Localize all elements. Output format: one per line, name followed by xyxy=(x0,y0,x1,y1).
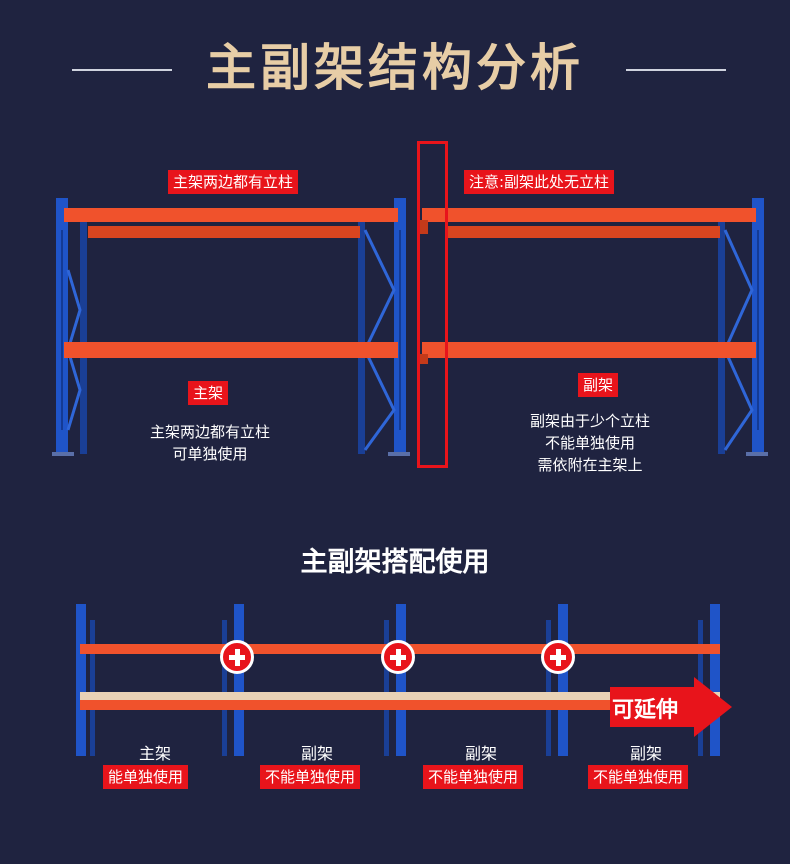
extend-arrow-icon xyxy=(694,677,732,737)
combo-section-name: 副架 xyxy=(300,744,333,763)
combo-section-tag: 能单独使用 xyxy=(103,765,189,789)
combined-racks-illustration xyxy=(76,604,720,756)
extend-arrow-body xyxy=(610,687,696,727)
extend-label: 可延伸 xyxy=(612,698,679,723)
main-frame-illustration xyxy=(52,198,410,456)
main-frame-desc-line: 主架两边都有立柱 xyxy=(149,423,270,441)
plus-icon xyxy=(541,640,575,674)
title-rule-right xyxy=(626,69,726,71)
main-frame-desc-line: 可单独使用 xyxy=(172,445,248,463)
main-frame-name-tag: 主架 xyxy=(188,381,229,405)
combo-section-tag: 不能单独使用 xyxy=(260,765,361,789)
missing-upright-highlight-box xyxy=(417,141,448,468)
sub-frame-description: 副架由于少个立柱 不能单独使用 需依附在主架上 xyxy=(510,410,670,476)
combo-section-name: 副架 xyxy=(629,744,662,763)
plus-icon xyxy=(381,640,415,674)
plus-icon xyxy=(220,640,254,674)
combo-section-tag: 不能单独使用 xyxy=(588,765,689,789)
page-title: 主副架结构分析 xyxy=(206,39,584,97)
main-frame-description: 主架两边都有立柱 可单独使用 xyxy=(120,421,300,465)
sub-frame-top-tag: 注意:副架此处无立柱 xyxy=(464,170,615,194)
combo-section-name: 副架 xyxy=(464,744,497,763)
combo-section-title: 主副架搭配使用 xyxy=(300,547,490,578)
sub-frame-name-tag: 副架 xyxy=(578,373,619,397)
combo-section-tag: 不能单独使用 xyxy=(423,765,524,789)
sub-frame-desc-line: 副架由于少个立柱 xyxy=(529,412,650,430)
main-frame-top-tag: 主架两边都有立柱 xyxy=(168,170,299,194)
sub-frame-desc-line: 不能单独使用 xyxy=(544,434,635,452)
combo-section-name: 主架 xyxy=(138,744,171,763)
title-rule-left xyxy=(72,69,172,71)
sub-frame-desc-line: 需依附在主架上 xyxy=(537,456,643,474)
sub-frame-illustration xyxy=(420,198,768,456)
